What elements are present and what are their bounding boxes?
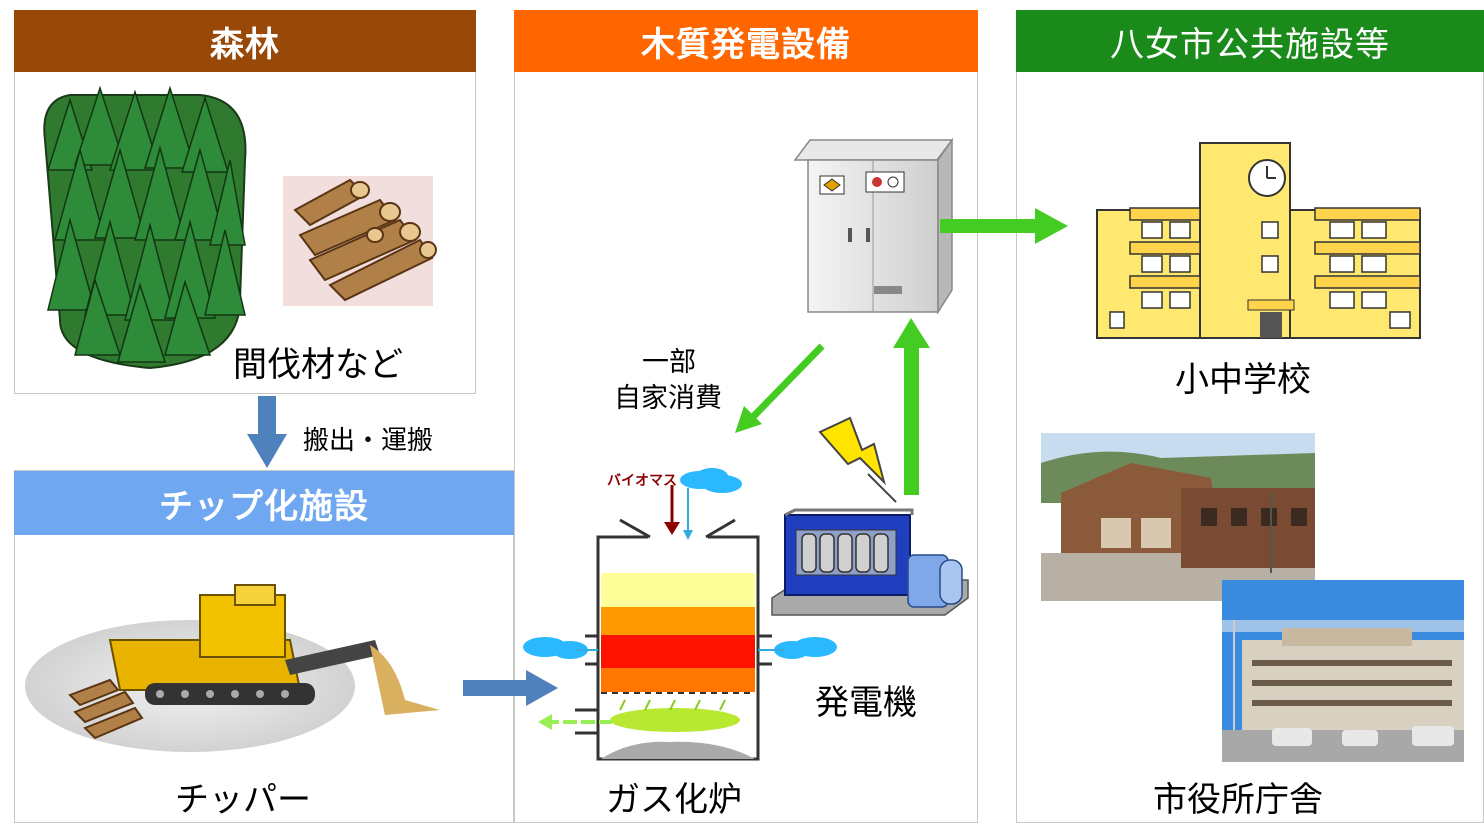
chipper-illustration [25,584,440,752]
chipper-caption: チッパー [175,780,311,820]
public-header: 八女市公共施設等 [1016,10,1484,72]
generator-illustration [771,508,969,616]
power-cabinet-illustration [793,137,954,315]
logs-illustration [283,176,437,306]
lightning-bolt-icon [818,416,897,503]
self-use-arrow [735,343,825,433]
biomass-label: バイオマス [607,473,677,489]
chip-to-gasifier-arrow [463,670,558,706]
self-use-label-line1: 一部 [642,347,696,378]
city-hall-photo-1 [1041,433,1315,601]
transport-arrow [247,396,287,468]
school-building-illustration [1096,142,1421,339]
generator-caption: 発電機 [815,683,917,723]
power-supply-arrow [940,208,1068,244]
forest-header: 森林 [14,10,476,72]
forest-caption: 間伐材など [233,345,403,385]
transport-label: 搬出・運搬 [303,426,434,456]
chip-header: チップ化施設 [14,471,514,535]
forest-trees-illustration [43,85,247,370]
city-hall-caption: 市役所庁舎 [1153,780,1323,820]
city-hall-photo-2 [1222,580,1464,762]
gasifier-caption: ガス化炉 [606,780,742,820]
generator-to-cabinet-arrow [893,318,930,495]
school-caption: 小中学校 [1175,360,1311,400]
self-use-label-line2: 自家消費 [614,383,722,414]
gasifier-illustration [523,468,837,761]
power-header: 木質発電設備 [514,10,978,72]
